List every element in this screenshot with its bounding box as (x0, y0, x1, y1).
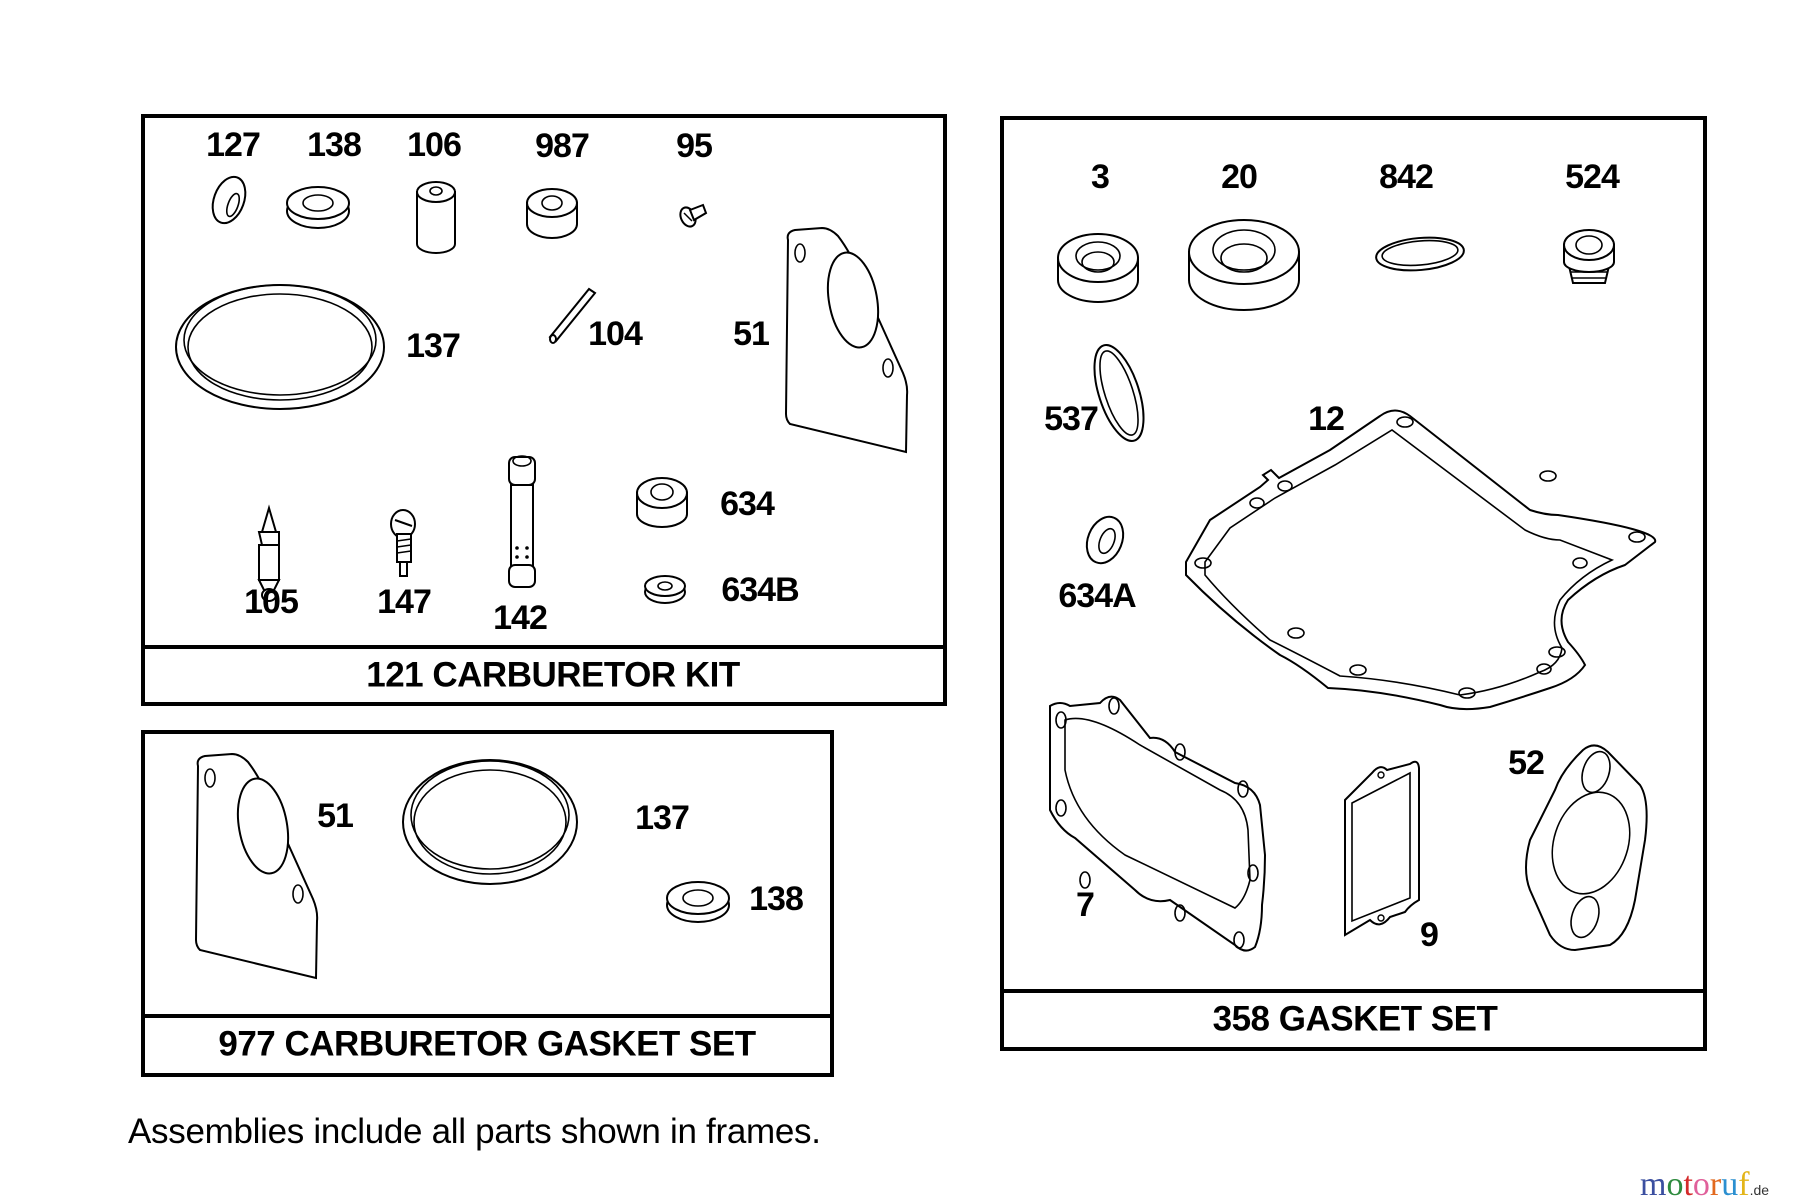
carburetor-kit-title: 121 CARBURETOR KIT (366, 655, 740, 694)
part-label: 137 (635, 799, 689, 837)
gasket-set-panel: 358 GASKET SET 3 20 842 (1000, 116, 1707, 1051)
gasket-set-title: 358 GASKET SET (1213, 999, 1498, 1038)
part-label: 7 (1076, 886, 1094, 924)
part-label: 147 (377, 583, 431, 621)
footer-note: Assemblies include all parts shown in fr… (128, 1112, 821, 1151)
part-634a-washer-icon (1085, 515, 1125, 565)
part-label: 106 (407, 126, 461, 164)
part-137-oring-icon (402, 759, 578, 885)
part-127-washer-icon (211, 175, 247, 225)
part-105-needle-icon (257, 504, 281, 602)
part-52-exhaust-gasket-icon (1525, 744, 1648, 952)
part-524-plug-icon (1563, 229, 1615, 284)
part-label: 634A (1058, 577, 1136, 615)
part-label: 138 (307, 126, 361, 164)
part-label: 842 (1379, 158, 1433, 196)
watermark-logo: motoruf.de (1640, 1166, 1769, 1204)
watermark-letter: u (1721, 1166, 1739, 1203)
part-label: 95 (676, 127, 712, 165)
gasket-set-frame (1000, 116, 1707, 1051)
carburetor-kit-panel: 121 CARBURETOR KIT 127 138 106 987 (141, 114, 947, 706)
part-634-spacer-icon (636, 477, 688, 528)
carburetor-gasket-set-panel: 977 CARBURETOR GASKET SET 51 137 138 (141, 730, 834, 1077)
watermark-letter: f (1738, 1166, 1750, 1203)
watermark-letter: m (1640, 1166, 1667, 1203)
part-7-head-gasket-icon (1049, 695, 1267, 952)
part-label: 634B (721, 571, 799, 609)
part-537-oring-icon (1093, 344, 1145, 442)
part-label: 537 (1044, 400, 1098, 438)
part-label: 51 (733, 315, 769, 353)
part-142-tube-icon (508, 455, 536, 588)
part-label: 137 (406, 327, 460, 365)
carburetor-gasket-set-frame (141, 730, 834, 1077)
part-label: 987 (535, 127, 589, 165)
part-label: 52 (1508, 744, 1544, 782)
part-label: 127 (206, 126, 260, 164)
watermark-letter: o (1692, 1166, 1710, 1203)
part-label: 524 (1565, 158, 1620, 196)
part-138-washer-icon (286, 186, 350, 229)
part-12-crankcase-gasket-icon (1185, 409, 1657, 711)
part-3-seal-icon (1057, 233, 1139, 303)
watermark-letter: t (1683, 1166, 1693, 1203)
part-20-seal-icon (1188, 219, 1300, 311)
part-label: 20 (1221, 158, 1257, 196)
watermark-letter: o (1666, 1166, 1684, 1203)
part-label: 634 (720, 485, 775, 523)
part-9-rect-gasket-icon (1344, 760, 1420, 937)
part-label: 12 (1308, 400, 1344, 438)
part-label: 138 (749, 880, 803, 918)
part-label: 105 (244, 583, 298, 621)
part-label: 3 (1091, 158, 1109, 196)
part-label: 104 (588, 315, 643, 353)
watermark-suffix: .de (1749, 1182, 1770, 1198)
part-138-washer-icon (666, 881, 730, 923)
part-51-plate-icon (784, 226, 909, 454)
part-147-screw-icon (390, 509, 416, 577)
part-104-pin-icon (548, 287, 597, 344)
part-95-screw-icon (679, 203, 708, 228)
part-label: 9 (1420, 916, 1438, 954)
part-label: 142 (493, 599, 547, 637)
part-634b-washer-icon (644, 575, 686, 604)
watermark-letter: r (1709, 1166, 1722, 1203)
part-842-oring-icon (1375, 236, 1465, 272)
part-106-bushing-icon (416, 181, 456, 254)
carburetor-gasket-set-title: 977 CARBURETOR GASKET SET (218, 1024, 755, 1063)
part-51-plate-icon (194, 752, 319, 980)
part-label: 51 (317, 797, 353, 835)
carburetor-kit-frame (141, 114, 947, 706)
part-987-spacer-icon (526, 188, 578, 239)
part-137-oring-icon (175, 284, 385, 410)
